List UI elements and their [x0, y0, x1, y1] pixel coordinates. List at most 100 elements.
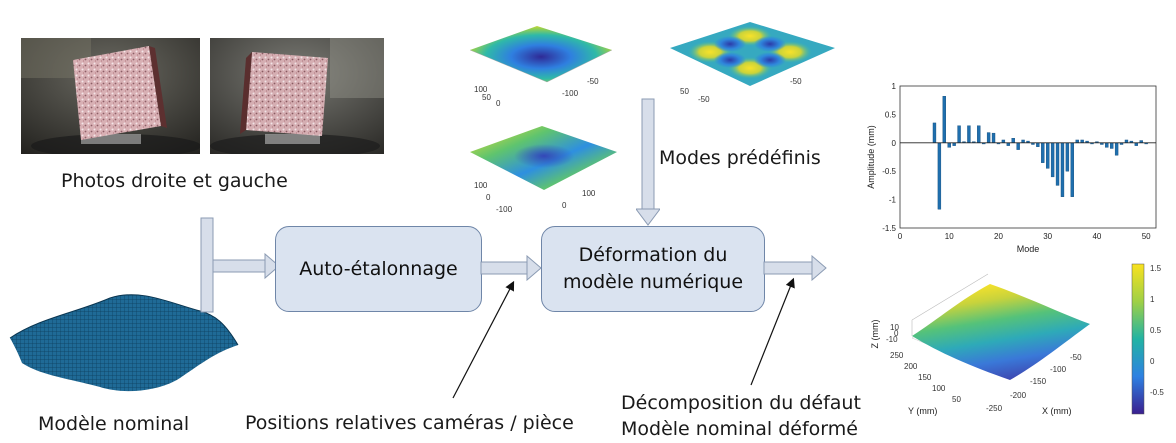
y-axis-label: Amplitude (mm) — [866, 125, 876, 189]
bar — [957, 125, 961, 143]
x-axis-label: Mode — [1017, 244, 1040, 254]
nominal-mesh — [9, 294, 239, 392]
y-axis-label-3d: Y (mm) — [908, 406, 937, 416]
mode-axis-ticks: 100 50 0 -100 -50 — [474, 77, 599, 108]
bar — [1080, 139, 1084, 143]
tick-label: 0 — [496, 99, 501, 108]
bar — [986, 132, 991, 144]
tick-label: -100 — [496, 205, 513, 214]
bar — [1075, 139, 1079, 143]
right-photo — [210, 38, 384, 154]
bar — [1021, 139, 1025, 143]
z-axis-label: Z (mm) — [870, 320, 880, 349]
colorbar-tick-label: 1.5 — [1150, 264, 1162, 273]
bar — [967, 125, 971, 143]
colorbar-tick-label: 0 — [1150, 357, 1155, 366]
x-tick-label: 10 — [945, 232, 954, 241]
tick-label: -100 — [562, 89, 579, 98]
bar — [1065, 142, 1070, 172]
bar — [1124, 139, 1129, 143]
bar — [1055, 142, 1060, 186]
z-tick-label: 0 — [894, 329, 899, 338]
bar — [1046, 142, 1050, 169]
y-tick-label: 1 — [892, 82, 897, 91]
photos-caption: Photos droite et gauche — [61, 170, 288, 192]
y-tick-label: 150 — [918, 373, 932, 382]
y-tick-label: -1.5 — [882, 224, 896, 233]
bar — [1036, 142, 1040, 147]
nominal-model-caption: Modèle nominal — [38, 413, 190, 435]
y-tick-label: 0 — [892, 139, 897, 148]
y-tick-label: 200 — [904, 362, 918, 371]
y-tick-label: 100 — [932, 384, 946, 393]
bar — [1134, 142, 1138, 146]
deformed-model-caption: Modèle nominal déformé — [621, 418, 858, 440]
x-axis-label-3d: X (mm) — [1042, 406, 1072, 416]
x-tick-label: -100 — [1050, 365, 1067, 374]
bar — [942, 96, 946, 144]
y-tick-label: 250 — [890, 351, 904, 360]
tick-label: 100 — [474, 85, 488, 94]
mode-surface-2: 50 -50 -50 — [670, 22, 835, 104]
y-tick-label: 50 — [952, 395, 961, 404]
mode-surface-3: 100 0 -100 0 100 — [470, 126, 617, 214]
x-tick-label: -150 — [1030, 377, 1047, 386]
x-tick-label: 0 — [898, 232, 903, 241]
tick-label: 100 — [474, 181, 488, 190]
y-tick-label: -1 — [889, 196, 897, 205]
bar — [1110, 142, 1114, 149]
left-photo — [21, 38, 200, 154]
amplitude-bar-chart: 0 10 20 30 40 50 1 0.5 0 -0.5 -1 -1.5 Mode Amplitu… — [866, 82, 1157, 254]
bar — [977, 125, 981, 143]
tick-label: 50 — [482, 93, 491, 102]
x-tick-label: 40 — [1092, 232, 1101, 241]
calibration-to-deformation-arrow — [480, 255, 542, 281]
colorbar-tick-label: 1 — [1150, 295, 1155, 304]
input-connector — [200, 217, 280, 313]
camera-positions-caption: Positions relatives caméras / pièce — [245, 412, 574, 434]
x-tick-label: 30 — [1043, 232, 1052, 241]
bar — [1016, 142, 1020, 150]
y-tick-label: 0.5 — [885, 110, 897, 119]
deformation-label-line1: Déformation du — [578, 244, 728, 266]
bar — [937, 142, 942, 210]
bar — [1011, 138, 1015, 144]
deformed-surface-plot: 10 0 -10 Z (mm) 250 200 150 100 50 Y (mm… — [870, 263, 1164, 416]
x-tick-label: 20 — [994, 232, 1003, 241]
z-tick-label: 10 — [890, 323, 899, 332]
decomposition-caption: Décomposition du défaut — [621, 392, 861, 414]
bar — [1105, 142, 1109, 148]
modes-caption: Modes prédéfinis — [659, 147, 821, 169]
y-tick-label: -0.5 — [882, 167, 896, 176]
output-arrow — [763, 255, 827, 281]
mode-surface-1: 100 50 0 -100 -50 — [469, 26, 613, 108]
x-tick-label: -200 — [1010, 391, 1027, 400]
bar — [1041, 142, 1045, 163]
x-tick-label: 50 — [1142, 232, 1151, 241]
tick-label: -50 — [790, 77, 802, 86]
bar — [1060, 142, 1065, 197]
tick-label: 50 — [680, 87, 689, 96]
colorbar-tick-label: -0.5 — [1150, 388, 1164, 397]
bar — [1070, 142, 1074, 197]
modes-down-arrow — [636, 98, 660, 226]
deformation-box: Déformation du modèle numérique — [541, 226, 765, 312]
bar — [1050, 142, 1055, 178]
colorbar-tick-label: 0.5 — [1150, 326, 1162, 335]
bar — [952, 142, 956, 146]
bar — [1114, 142, 1119, 156]
bar — [932, 122, 937, 143]
bar — [991, 132, 996, 144]
bar — [1006, 142, 1010, 146]
deformation-label-line2: modèle numérique — [562, 271, 744, 293]
bar — [1001, 139, 1006, 143]
tick-label: -50 — [587, 77, 599, 86]
tick-label: 100 — [582, 189, 596, 198]
calibration-label: Auto-étalonnage — [299, 257, 458, 280]
tick-label: 0 — [486, 193, 491, 202]
z-tick-label: -10 — [886, 335, 898, 344]
tick-label: -50 — [698, 95, 710, 104]
x-tick-label: -50 — [1070, 353, 1082, 362]
tick-label: 0 — [562, 201, 567, 210]
